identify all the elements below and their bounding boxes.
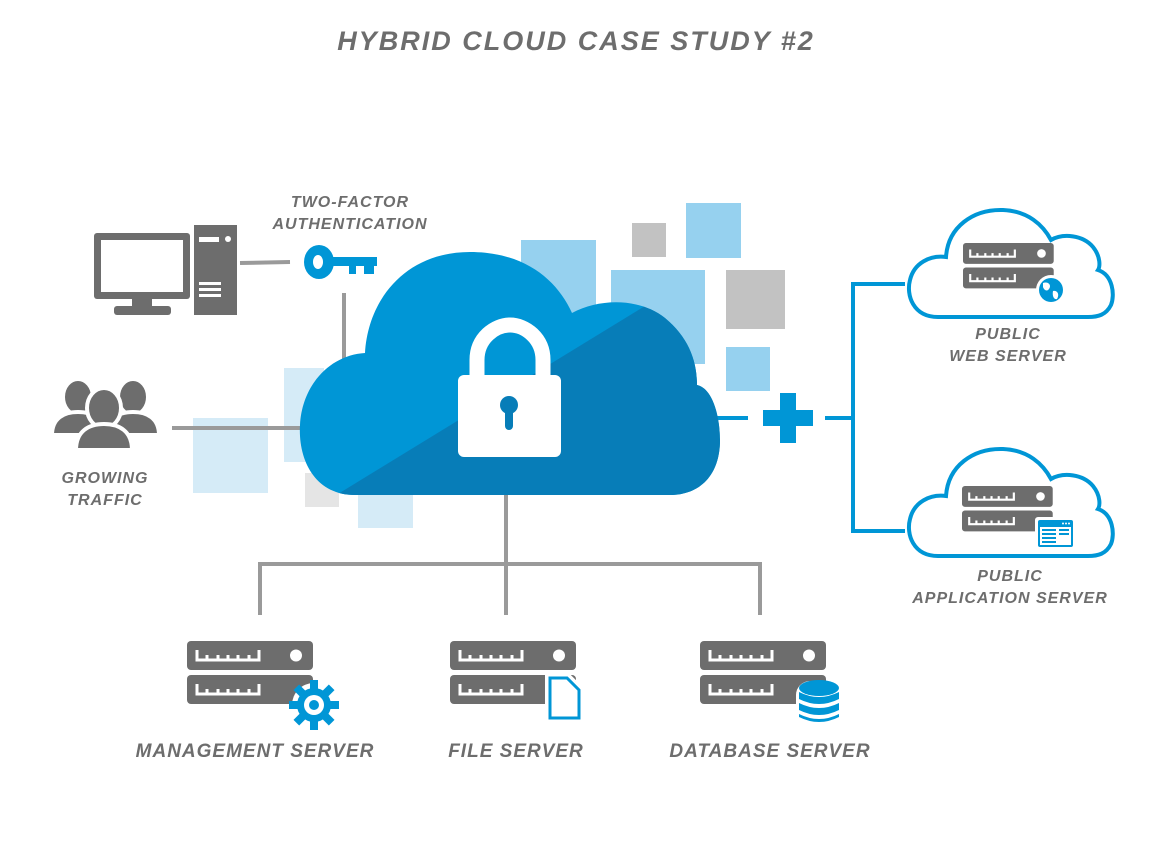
growing-traffic-label-line2: TRAFFIC [67,492,143,509]
management-server-icon [185,639,339,730]
deco-square [686,203,741,258]
public-connector-lines [716,282,905,533]
users-group-icon [49,377,162,452]
database-server-label: DATABASE SERVER [669,741,871,762]
deco-square [726,347,770,391]
two-factor-label-line1: TWO-FACTOR [290,194,410,211]
public-application-server-label: PUBLIC APPLICATION SERVER [890,566,1130,610]
two-factor-label-line2: AUTHENTICATION [272,216,428,233]
app-window-icon [1035,517,1076,550]
growing-traffic-label: GROWING TRAFFIC [25,468,185,512]
public-web-label-line1: PUBLIC [975,326,1041,343]
management-server-label: MANAGEMENT SERVER [135,741,375,762]
line-server-bus [258,562,762,615]
plus-icon [763,393,813,443]
desktop-computer-icon [94,225,237,315]
padlock-icon [458,317,561,457]
two-factor-label: TWO-FACTOR AUTHENTICATION [250,192,450,236]
deco-square [632,223,666,257]
database-icon [796,680,842,725]
document-icon [545,673,584,722]
deco-square [193,418,268,493]
deco-square [726,270,785,329]
page-title: HYBRID CLOUD CASE STUDY #2 [337,26,815,56]
connector-lines [172,260,762,615]
public-app-label-line1: PUBLIC [977,568,1043,585]
file-server-label: FILE SERVER [448,741,584,762]
growing-traffic-label-line1: GROWING [61,470,149,487]
public-web-cloud [906,207,1115,319]
database-server-icon [698,639,842,725]
public-web-server-label: PUBLIC WEB SERVER [908,324,1108,368]
public-web-label-line2: WEB SERVER [949,348,1067,365]
globe-icon [1036,275,1066,305]
public-app-label-line2: APPLICATION SERVER [912,590,1108,607]
file-server-icon [448,639,584,722]
line-workstation-key [239,260,291,265]
gear-icon [289,680,339,730]
public-app-cloud [906,446,1115,558]
key-icon [304,245,377,279]
